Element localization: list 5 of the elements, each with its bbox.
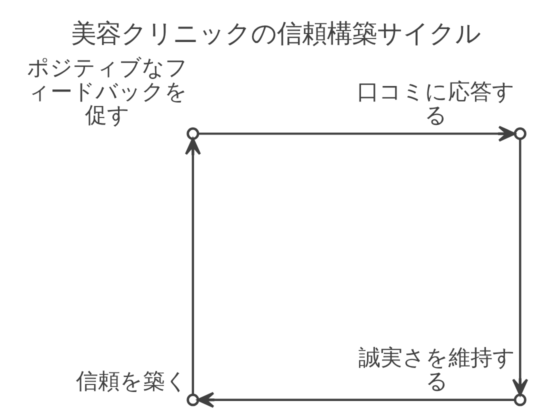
node-label: 口コミに応答する xyxy=(357,80,516,129)
node-label: ポジティブなフィードバックを促す xyxy=(26,56,188,129)
diagram-title: 美容クリニックの信頼構築サイクル xyxy=(71,18,481,48)
node-label: 信頼を築く xyxy=(76,370,188,395)
node-label: 誠実さを維持する xyxy=(358,346,516,395)
